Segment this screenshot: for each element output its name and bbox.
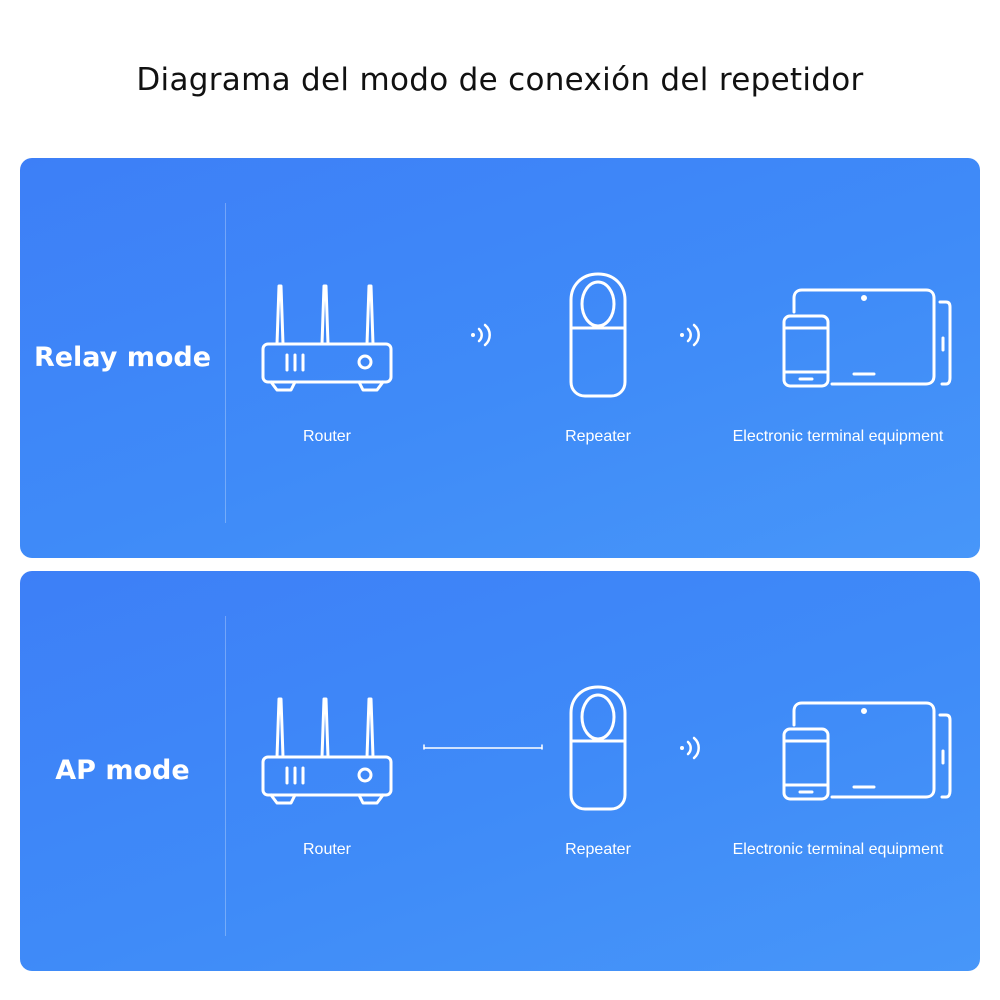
repeater-label: Repeater xyxy=(565,428,631,445)
repeater-icon xyxy=(563,683,633,818)
router-label: Router xyxy=(302,841,352,858)
repeater-label: Repeater xyxy=(565,841,631,858)
terminal-label: Electronic terminal equipment xyxy=(732,428,944,445)
router-icon xyxy=(257,278,397,398)
wifi-signal-icon xyxy=(676,733,706,763)
terminal-devices-icon xyxy=(762,288,952,398)
cable-icon xyxy=(422,743,544,753)
router-label: Router xyxy=(302,428,352,445)
repeater-icon xyxy=(563,270,633,405)
ap-mode-title: AP mode xyxy=(55,755,190,786)
relay-mode-panel: Relay mode Router Repeater xyxy=(20,158,980,558)
panel-divider xyxy=(225,616,226,936)
wifi-signal-icon xyxy=(676,320,706,350)
wifi-signal-icon xyxy=(467,320,497,350)
page-title: Diagrama del modo de conexión del repeti… xyxy=(136,62,864,98)
terminal-devices-icon xyxy=(762,701,952,811)
ap-mode-panel: AP mode Router Repeater xyxy=(20,571,980,971)
terminal-label: Electronic terminal equipment xyxy=(732,841,944,858)
router-icon xyxy=(257,691,397,811)
panel-divider xyxy=(225,203,226,523)
relay-mode-title: Relay mode xyxy=(33,342,212,373)
